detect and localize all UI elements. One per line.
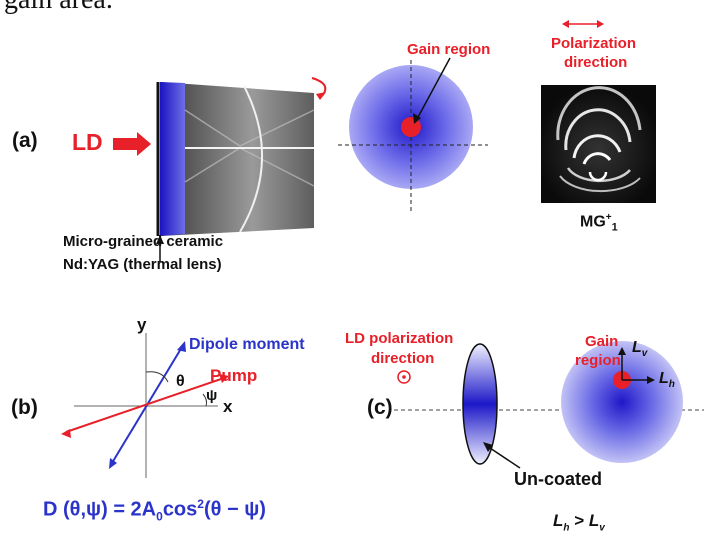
pump-label: Pump — [210, 366, 258, 385]
relation-left: L — [553, 511, 564, 530]
lh-main: L — [659, 370, 669, 387]
gain-region-line2: region — [575, 352, 621, 369]
top-cropped-text: gain area. — [4, 0, 113, 14]
formula-left: D (θ,ψ) = 2A — [43, 498, 157, 521]
theta-label: θ — [176, 373, 185, 390]
red-curved-arrow — [311, 77, 327, 100]
formula-sup: 2 — [197, 497, 204, 511]
polarization-arrow — [562, 20, 604, 28]
uncoated-label: Un-coated — [514, 469, 603, 489]
formula-mid: cos — [162, 498, 198, 521]
x-axis-label: x — [223, 397, 233, 416]
ceramic-label-line2: Nd:YAG (thermal lens) — [63, 256, 222, 273]
gain-disc-c — [561, 341, 683, 463]
formula-sub: 0 — [156, 509, 163, 524]
psi-label: ψ — [206, 387, 218, 404]
lv-label: Lv — [632, 340, 647, 359]
polarization-label-line1: Polarization — [551, 35, 637, 52]
crystal-image — [156, 82, 315, 236]
ld-label: LD — [72, 129, 103, 155]
lv-sub: v — [641, 348, 648, 360]
formula: D (θ,ψ) = 2A0cos2(θ − ψ) — [43, 498, 266, 523]
mode-label-sub: 1 — [611, 221, 618, 234]
relation-right: L — [588, 511, 600, 530]
lens-c — [394, 343, 704, 469]
relation-left-sub: h — [563, 522, 570, 534]
gain-region-label: Gain region — [407, 41, 491, 58]
lh-label: Lh — [659, 371, 675, 390]
polarization-label-line2: direction — [564, 54, 628, 71]
ld-arrow — [113, 132, 151, 156]
gain-disc-a — [338, 57, 488, 213]
pump-vector — [61, 374, 229, 438]
ceramic-label-line1: Micro-grained ceramic — [63, 233, 224, 250]
ld-polarization-line1: LD polarization — [345, 330, 454, 347]
polarization-dot-symbol — [397, 370, 411, 384]
gain-region-line1: Gain — [585, 333, 619, 350]
relation-label: Lh > Lv — [553, 512, 605, 533]
dipole-moment-label: Dipole moment — [189, 336, 305, 353]
panel-c-label: (c) — [367, 396, 393, 419]
y-axis-label: y — [137, 315, 147, 334]
lh-sub: h — [668, 379, 675, 391]
mode-label: MG+1 — [580, 213, 618, 234]
panel-b-label: (b) — [11, 396, 38, 419]
relation-right-sub: v — [599, 522, 605, 534]
lv-main: L — [632, 339, 642, 356]
mode-pattern-image — [541, 85, 656, 203]
ceramic-pointer-arrow — [156, 235, 164, 262]
panel-a-label: (a) — [12, 129, 38, 152]
mode-label-sup: + — [605, 212, 612, 223]
formula-right: (θ − ψ) — [203, 498, 266, 521]
relation-op: > — [574, 511, 585, 530]
mode-label-main: MG — [580, 213, 606, 231]
ld-polarization-line2: direction — [371, 350, 435, 367]
angle-arcs-b — [145, 371, 208, 407]
